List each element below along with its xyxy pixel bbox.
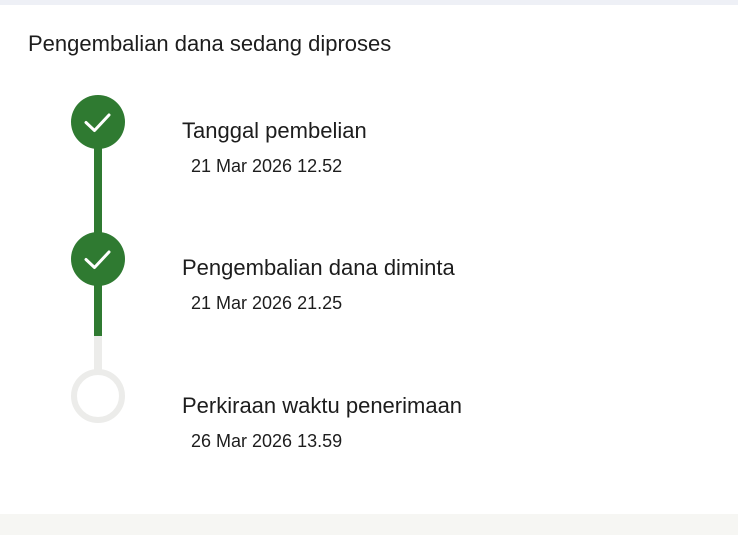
timeline-step-date: 26 Mar 2026 13.59 [191, 431, 343, 451]
timeline-step-label: Perkiraan waktu penerimaan [182, 393, 463, 418]
timeline-step-label: Tanggal pembelian [182, 118, 367, 143]
timeline-step-label: Pengembalian dana diminta [182, 255, 455, 280]
timeline-step-date: 21 Mar 2026 12.52 [191, 156, 343, 176]
timeline-connector-pending [94, 336, 102, 376]
check-icon [84, 250, 111, 269]
empty-circle-icon [71, 369, 125, 423]
bottom-divider [0, 514, 738, 535]
page-title: Pengembalian dana sedang diproses [28, 31, 392, 56]
timeline-connector-completed [94, 140, 102, 240]
timeline-connector-completed [94, 278, 102, 336]
top-divider [0, 0, 738, 5]
timeline-step-date: 21 Mar 2026 21.25 [191, 293, 343, 313]
timeline-step-completed-marker [71, 232, 125, 286]
timeline-step-completed-marker [71, 95, 125, 149]
check-icon [84, 113, 111, 132]
